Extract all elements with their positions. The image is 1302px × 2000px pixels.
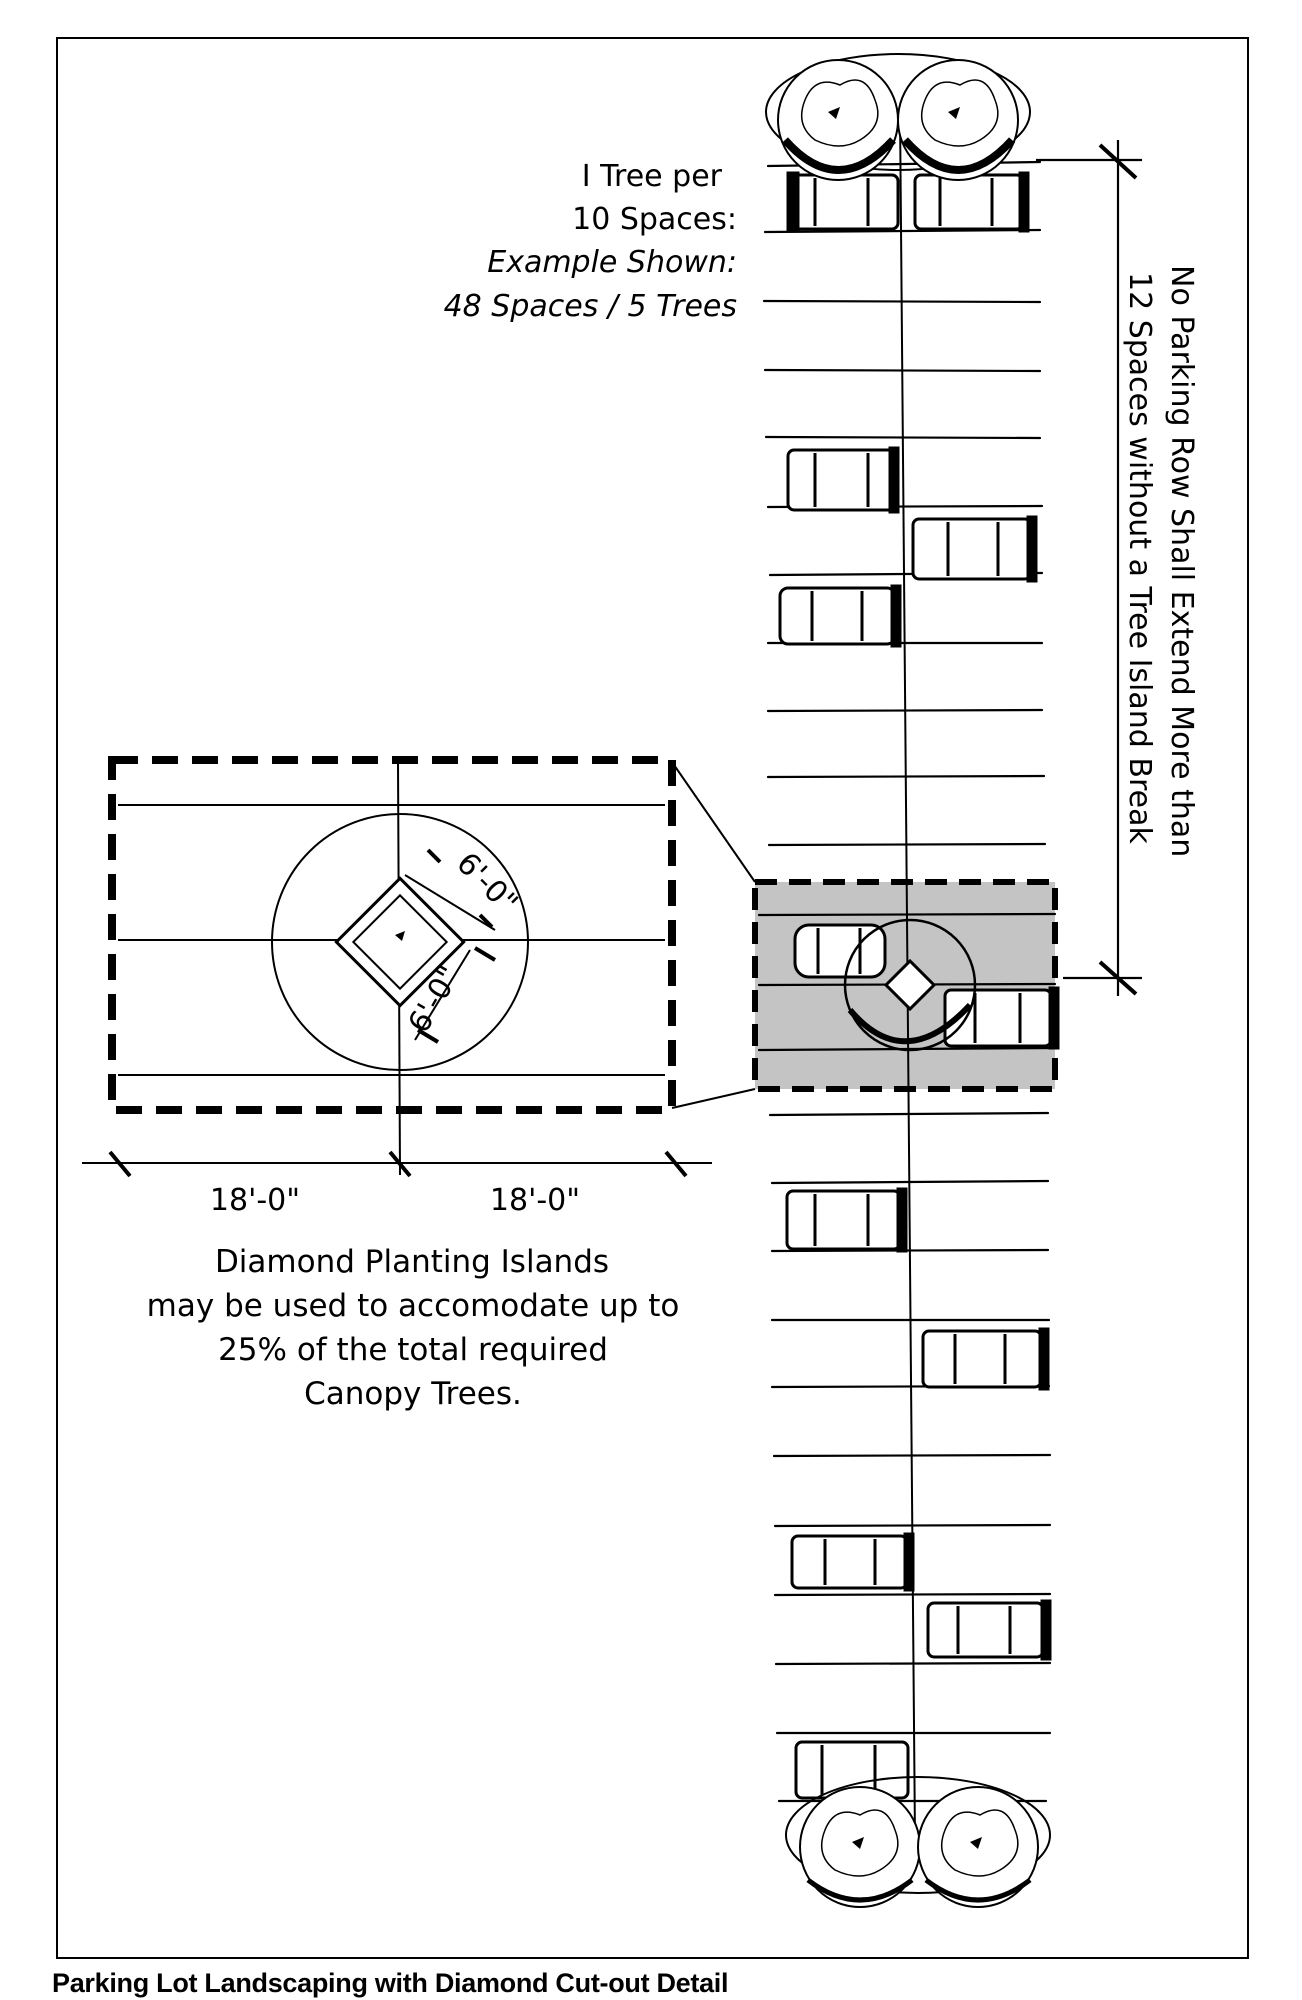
diamond-island-tree [843,918,977,1052]
row-limit-text-line-2: 12 Spaces without a Tree Island Break [1122,272,1157,844]
rule-text-line-1: I Tree per [582,159,723,194]
diagram-frame [56,37,1249,1959]
car [790,1532,915,1592]
car [926,1599,1052,1661]
rule-text-line-3: Example Shown: [487,245,737,280]
car [778,584,902,648]
note-line-1: Diamond Planting Islands [215,1244,609,1280]
bay-dimension-left: 18'-0" [210,1183,300,1218]
note-line-3: 25% of the total required [218,1332,608,1368]
car [943,986,1060,1050]
figure-caption: Parking Lot Landscaping with Diamond Cut… [52,1968,729,1998]
rule-text-line-2: 10 Spaces: [572,202,737,237]
car [786,446,900,514]
tree-island-bottom [785,1776,1051,1908]
car [921,1327,1050,1391]
note-line-4: Canopy Trees. [304,1376,522,1412]
row-length-dimension [1036,140,1142,996]
car [786,171,900,233]
tree-island-top [765,53,1031,181]
rule-text-line-4: 48 Spaces / 5 Trees [444,289,737,324]
row-limit-text-line-1: No Parking Row Shall Extend More than [1164,265,1199,857]
car [793,923,887,979]
car [785,1187,908,1253]
detail-enlargement [82,756,756,1178]
car [911,515,1038,583]
note-line-2: may be used to accomodate up to [147,1288,680,1324]
car [913,171,1030,233]
bay-dimension-right: 18'-0" [490,1183,580,1218]
